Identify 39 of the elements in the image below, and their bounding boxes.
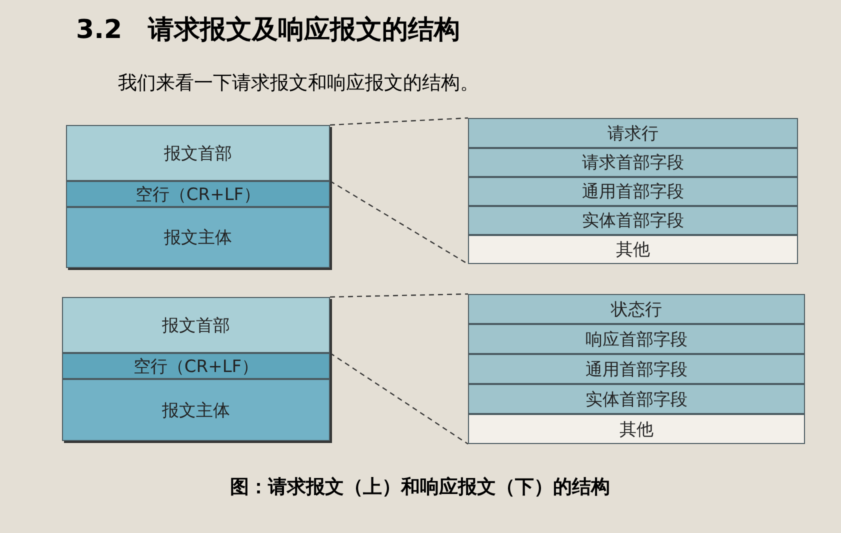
field-label: 其他	[620, 418, 654, 440]
field-label: 报文主体	[164, 227, 232, 249]
field-label: 请求首部字段	[582, 152, 684, 174]
message-body-section	[66, 207, 330, 268]
field-row	[468, 177, 798, 206]
field-label: 报文首部	[162, 314, 230, 336]
dashed-connector-line	[330, 117, 468, 126]
blank-line-section	[62, 353, 330, 379]
message-body-section	[62, 379, 330, 441]
intro-sentence: 我们来看一下请求报文和响应报文的结构。	[118, 71, 479, 96]
field-label: 状态行	[611, 298, 662, 320]
field-label: 空行（CR+LF）	[133, 356, 259, 378]
section-heading: 3.2 请求报文及响应报文的结构	[76, 14, 460, 47]
field-row	[468, 118, 798, 148]
field-row	[468, 414, 805, 444]
field-label: 报文主体	[162, 400, 230, 422]
field-row	[468, 294, 805, 324]
field-label: 空行（CR+LF）	[135, 184, 261, 206]
field-row	[468, 384, 805, 414]
field-row	[468, 354, 805, 384]
field-label: 请求行	[608, 122, 658, 144]
field-label: 实体首部字段	[582, 210, 684, 232]
field-row	[468, 235, 798, 264]
field-label: 实体首部字段	[586, 388, 688, 410]
figure-caption: 图：请求报文（上）和响应报文（下）的结构	[230, 475, 610, 500]
field-row	[468, 206, 798, 235]
field-label: 通用首部字段	[582, 181, 684, 203]
field-label: 响应首部字段	[586, 328, 688, 350]
field-label: 通用首部字段	[586, 358, 688, 380]
field-label: 报文首部	[164, 142, 232, 164]
field-label: 其他	[616, 239, 650, 261]
blank-line-section	[66, 181, 330, 207]
field-row	[468, 148, 798, 177]
dashed-connector-line	[330, 293, 468, 298]
dashed-connector-line	[330, 352, 468, 444]
dashed-connector-line	[330, 180, 468, 265]
message-header-section	[62, 297, 330, 353]
message-header-section	[66, 125, 330, 181]
field-row	[468, 324, 805, 354]
